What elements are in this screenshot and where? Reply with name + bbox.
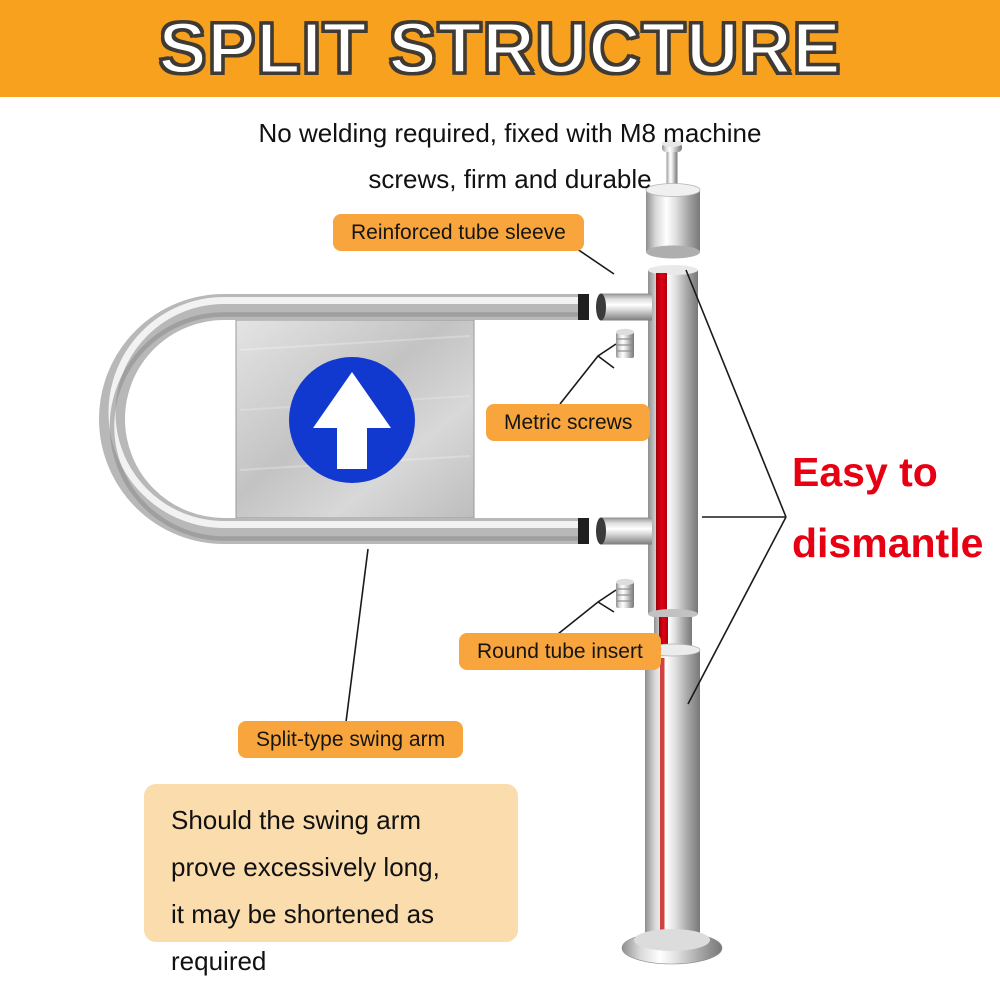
tube-sleeve-bottom	[596, 517, 652, 545]
page-title: SPLIT STRUCTURE	[157, 7, 842, 90]
subtitle-line-2: screws, firm and durable	[368, 164, 652, 194]
arm-end-cap-bottom	[578, 518, 589, 544]
label-metric-screws: Metric screws	[486, 404, 651, 441]
leader-round-b	[597, 601, 615, 613]
leader-metric-b	[597, 355, 615, 369]
swing-arm	[99, 294, 589, 544]
gate-post	[621, 140, 723, 965]
easy-line-1: Easy to	[792, 449, 938, 495]
subtitle-line-1: No welding required, fixed with M8 machi…	[258, 118, 762, 148]
leader-round-a	[557, 589, 617, 635]
subtitle: No welding required, fixed with M8 machi…	[20, 110, 1000, 202]
label-round-tube-insert: Round tube insert	[459, 633, 661, 670]
inner-tube-red-stripe	[648, 265, 698, 652]
title-banner: SPLIT STRUCTURE	[0, 0, 1000, 97]
arrow-plate	[235, 319, 475, 519]
metric-screw-top	[616, 328, 634, 358]
note-box: Should the swing arm prove excessively l…	[144, 784, 518, 976]
metric-screw-bottom	[616, 578, 634, 608]
callout-lines	[345, 235, 787, 723]
base-flange	[621, 929, 723, 965]
label-split-type-swing-arm: Split-type swing arm	[238, 721, 464, 758]
note-line-1: Should the swing arm	[171, 805, 422, 835]
easy-line-2: dismantle	[792, 520, 984, 566]
tube-sleeve-top	[596, 293, 652, 321]
note-line-3: it may be shortened as required	[171, 899, 435, 976]
leader-split	[345, 548, 369, 723]
note-line-2: prove excessively long,	[171, 852, 440, 882]
label-reinforced-tube-sleeve: Reinforced tube sleeve	[333, 214, 584, 251]
up-arrow-icon	[313, 372, 391, 469]
leader-easy-top	[685, 269, 787, 518]
arm-end-cap-top	[578, 294, 589, 320]
easy-to-dismantle-text: Easy to dismantle	[792, 437, 983, 579]
leader-easy-bottom	[687, 516, 787, 705]
leader-metric-a	[559, 343, 617, 405]
lower-sleeve	[644, 643, 701, 946]
